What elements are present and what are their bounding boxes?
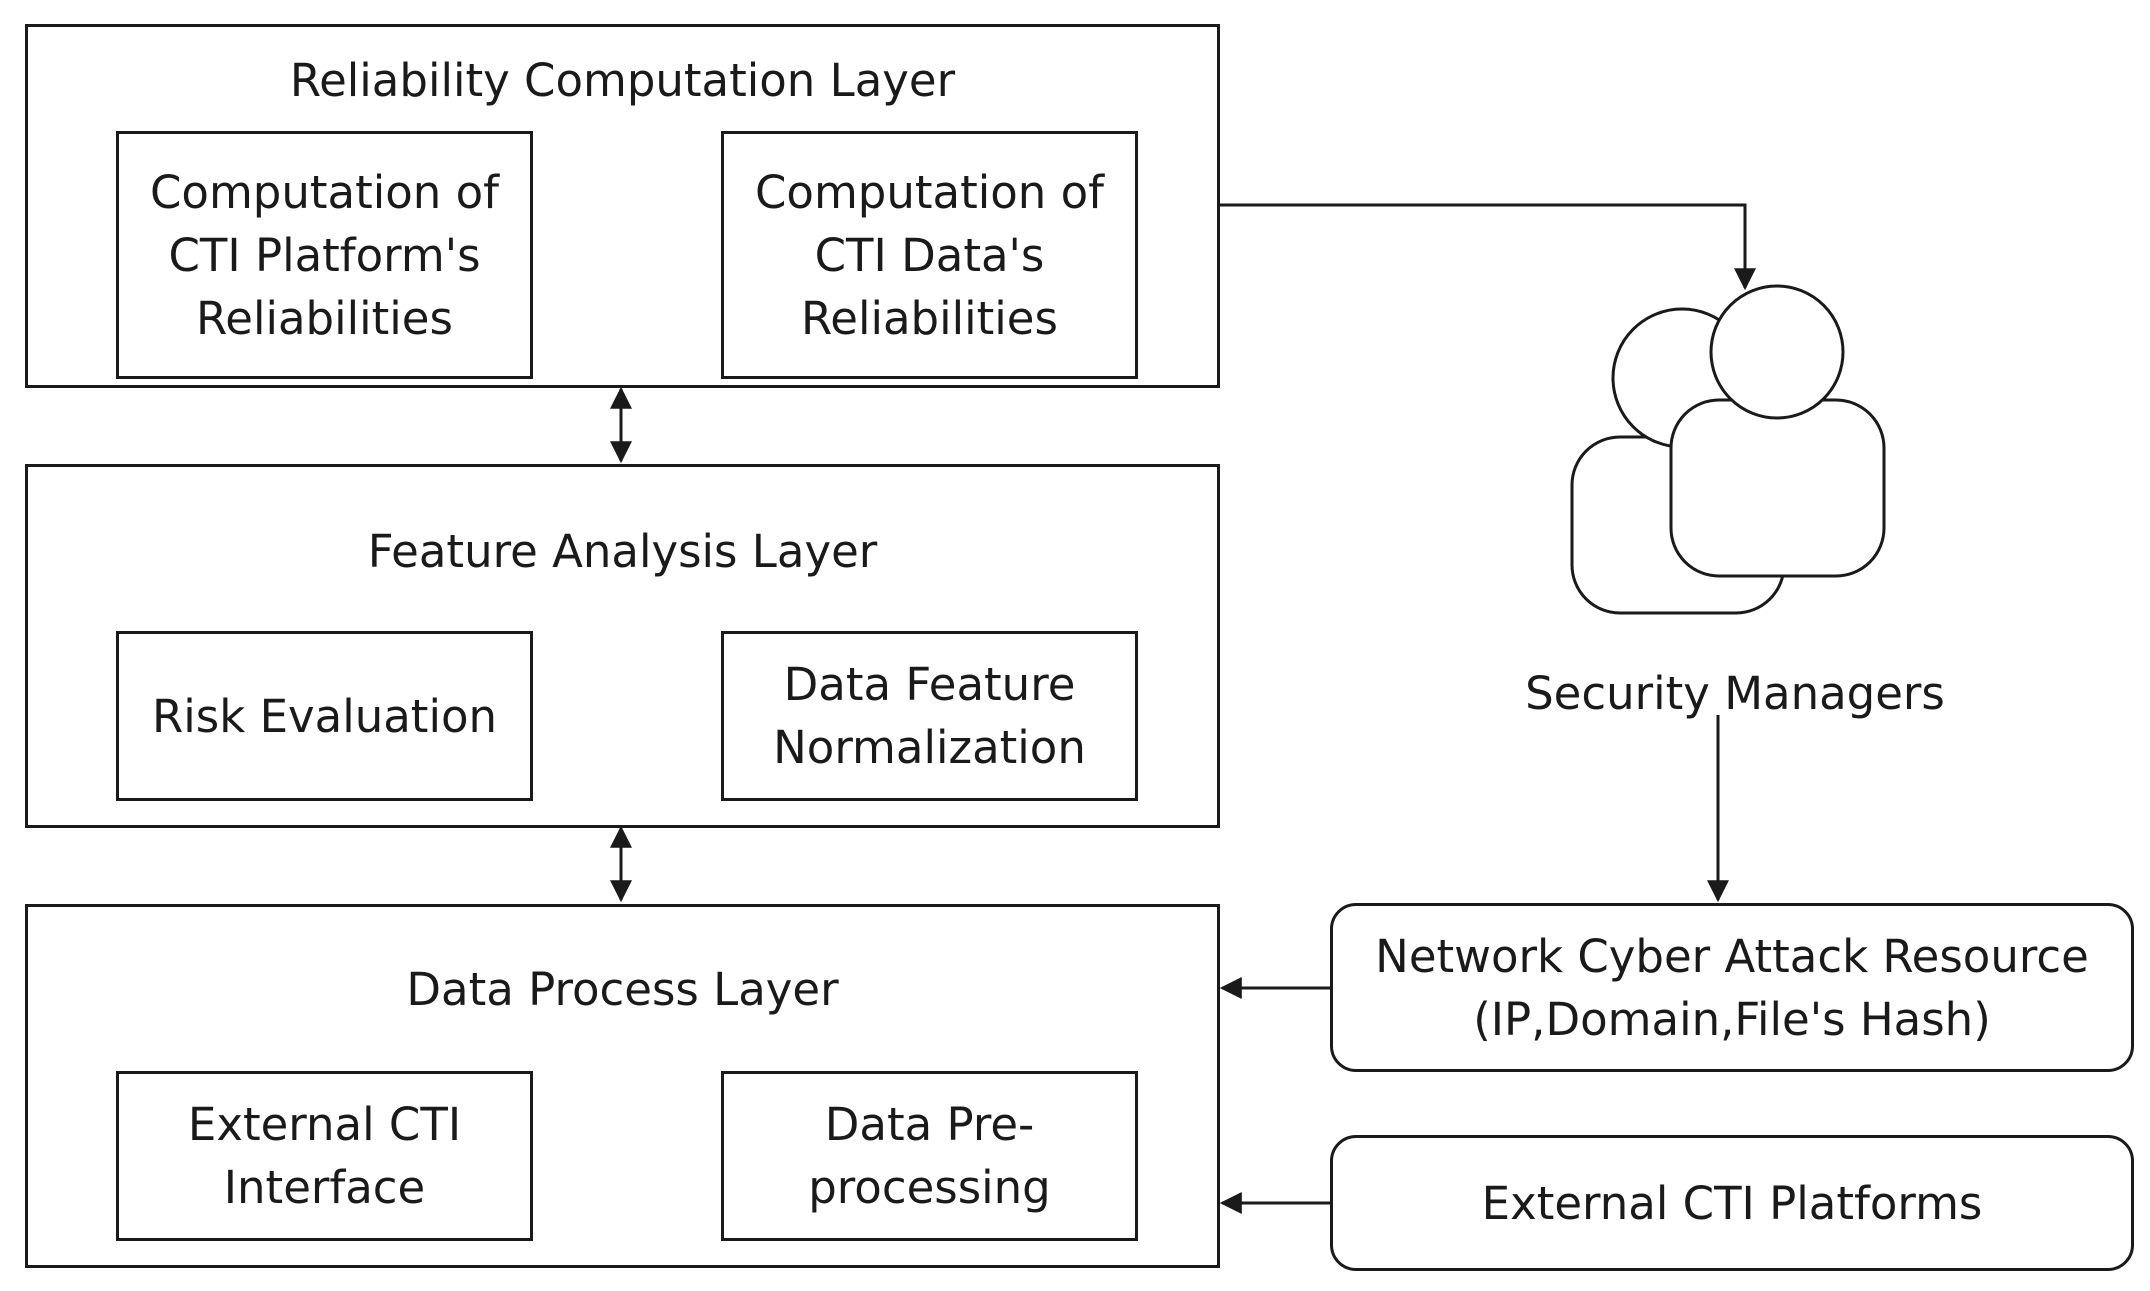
feature-analysis-layer: Feature Analysis Layer Risk Evaluation D…: [25, 464, 1220, 828]
platform-reliability-box: Computation of CTI Platform's Reliabilit…: [116, 131, 533, 379]
network-attack-resource-box: Network Cyber Attack Resource (IP,Domain…: [1330, 903, 2134, 1072]
data-reliability-box: Computation of CTI Data's Reliabilities: [721, 131, 1138, 379]
users-group-icon: [1570, 284, 1886, 615]
arrow-reliability-to-managers: [1220, 203, 1756, 291]
risk-evaluation-box: Risk Evaluation: [116, 631, 533, 801]
data-process-layer-title: Data Process Layer: [406, 963, 839, 1016]
data-feature-normalization-box: Data Feature Normalization: [721, 631, 1138, 801]
feature-layer-title: Feature Analysis Layer: [367, 525, 878, 578]
external-cti-platforms-box: External CTI Platforms: [1330, 1135, 2134, 1271]
data-process-layer: Data Process Layer External CTI Interfac…: [25, 904, 1220, 1268]
external-cti-interface-box: External CTI Interface: [116, 1071, 533, 1241]
data-preprocessing-box: Data Pre- processing: [721, 1071, 1138, 1241]
reliability-computation-layer: Reliability Computation Layer Computatio…: [25, 24, 1220, 388]
reliability-layer-title: Reliability Computation Layer: [289, 54, 956, 107]
security-managers-label: Security Managers: [1525, 667, 1945, 720]
